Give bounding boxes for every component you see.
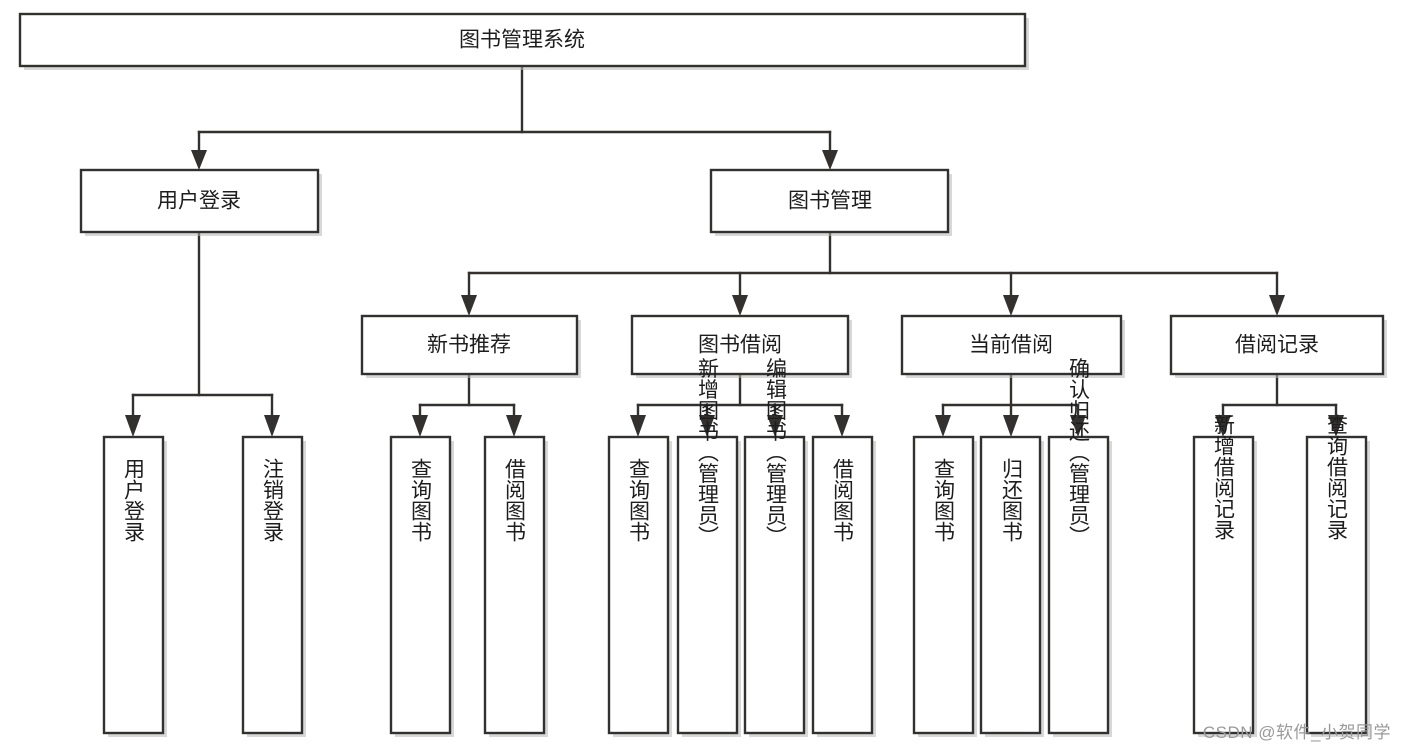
arrowhead-book-borrow [732, 295, 748, 316]
node-leaf-return-book-rect[interactable] [979, 435, 1042, 735]
node-leaf-user-login-label: 用户登录 [122, 458, 146, 542]
node-root-label: 图书管理系统 [459, 29, 585, 52]
node-leaf-query-record-rect[interactable] [1305, 435, 1368, 735]
node-leaf-query-book-3-rect[interactable] [912, 435, 975, 735]
node-leaf-user-logout-label: 注销登录 [261, 458, 285, 542]
node-book-manage-rect[interactable] [709, 168, 950, 234]
node-leaf-query-book-1-rect[interactable] [389, 435, 452, 735]
arrowhead-current-borrow [1003, 295, 1019, 316]
node-book-borrow[interactable]: 图书借阅 [630, 314, 852, 378]
node-leaf-user-login-rect[interactable] [102, 435, 165, 735]
arrowhead-leaf-user-logout [264, 415, 280, 437]
node-leaf-query-book-2-label: 查询图书 [627, 458, 651, 542]
node-leaf-query-book-3[interactable]: 查询图书 [912, 435, 977, 737]
node-leaf-query-book-1-label: 查询图书 [409, 458, 433, 542]
node-new-book-recommend[interactable]: 新书推荐 [360, 314, 581, 378]
node-leaf-add-record-label: 新增借阅记录 [1212, 414, 1236, 540]
node-book-manage[interactable]: 图书管理 [709, 168, 952, 236]
node-borrow-record[interactable]: 借阅记录 [1169, 314, 1387, 378]
node-leaf-add-book-rect[interactable] [676, 435, 739, 735]
node-borrow-record-label: 借阅记录 [1235, 334, 1319, 357]
node-user-login[interactable]: 用户登录 [79, 168, 322, 236]
node-leaf-borrow-book-1[interactable]: 借阅图书 [483, 435, 548, 737]
arrowhead-borrow-record [1269, 295, 1285, 316]
node-book-manage-label: 图书管理 [788, 190, 872, 213]
node-root[interactable]: 图书管理系统 [18, 12, 1029, 70]
arrowhead-leaf-add-book [699, 415, 715, 437]
arrowhead-leaf-return-book [1003, 415, 1019, 437]
node-leaf-edit-book-rect[interactable] [743, 435, 806, 735]
node-book-borrow-rect[interactable] [630, 314, 850, 376]
arrowhead-leaf-add-record [1215, 415, 1231, 437]
node-leaf-borrow-book-2[interactable]: 借阅图书 [811, 435, 876, 737]
arrowhead-new-book-recommend [461, 295, 477, 316]
arrowhead-leaf-query-record [1328, 415, 1344, 437]
arrowhead-leaf-query-book-1 [412, 415, 428, 437]
node-leaf-add-record[interactable]: 新增借阅记录 [1192, 414, 1257, 737]
node-leaf-confirm-return-rect[interactable] [1047, 435, 1110, 735]
node-borrow-record-rect[interactable] [1169, 314, 1385, 376]
node-leaf-borrow-book-1-rect[interactable] [483, 435, 546, 735]
node-user-login-rect[interactable] [79, 168, 320, 234]
node-leaf-query-book-2-rect[interactable] [607, 435, 670, 735]
node-user-login-label: 用户登录 [157, 190, 241, 213]
node-leaf-query-book-2[interactable]: 查询图书 [607, 435, 672, 737]
node-current-borrow-rect[interactable] [900, 314, 1123, 376]
arrowhead-book-manage [822, 150, 838, 170]
node-current-borrow[interactable]: 当前借阅 [900, 314, 1125, 378]
node-leaf-return-book-label: 归还图书 [1000, 458, 1024, 542]
arrowhead-leaf-borrow-book-2 [834, 415, 850, 437]
node-leaf-borrow-book-1-label: 借阅图书 [503, 458, 527, 542]
node-current-borrow-label: 当前借阅 [969, 334, 1053, 357]
node-leaf-edit-book[interactable]: 编辑图书（管理员） [743, 358, 808, 738]
node-leaf-add-book[interactable]: 新增图书（管理员） [676, 358, 741, 738]
node-leaf-query-book-1[interactable]: 查询图书 [389, 435, 454, 737]
arrowhead-leaf-borrow-book-1 [506, 415, 522, 437]
arrowhead-user-login [191, 150, 207, 170]
arrowhead-leaf-edit-book [767, 415, 783, 437]
node-leaf-return-book[interactable]: 归还图书 [979, 435, 1044, 737]
arrowhead-leaf-confirm-return [1070, 415, 1086, 437]
node-leaf-borrow-book-2-rect[interactable] [811, 435, 874, 735]
node-new-book-recommend-label: 新书推荐 [427, 334, 511, 357]
node-leaf-edit-book-label: 编辑图书（管理员） [764, 358, 788, 547]
node-leaf-query-record-label: 查询借阅记录 [1325, 414, 1349, 540]
node-leaf-add-record-rect[interactable] [1192, 435, 1255, 735]
node-leaf-confirm-return-label: 确认归还（管理员） [1067, 358, 1091, 547]
arrowhead-leaf-query-book-2 [630, 415, 646, 437]
node-leaf-confirm-return[interactable]: 确认归还（管理员） [1047, 358, 1112, 738]
node-book-borrow-label: 图书借阅 [698, 334, 782, 357]
node-leaf-user-login[interactable]: 用户登录 [102, 435, 167, 737]
node-leaf-add-book-label: 新增图书（管理员） [696, 358, 720, 547]
node-leaf-query-record[interactable]: 查询借阅记录 [1305, 414, 1370, 737]
node-leaf-query-book-3-label: 查询图书 [932, 458, 956, 542]
node-root-rect[interactable] [18, 12, 1027, 68]
node-leaf-user-logout-rect[interactable] [241, 435, 304, 735]
arrowhead-leaf-query-book-3 [935, 415, 951, 437]
node-leaf-user-logout[interactable]: 注销登录 [241, 435, 306, 737]
node-new-book-recommend-rect[interactable] [360, 314, 579, 376]
arrowhead-leaf-user-login [125, 415, 141, 437]
node-leaf-borrow-book-2-label: 借阅图书 [831, 458, 855, 542]
connector-layer [125, 64, 1344, 437]
